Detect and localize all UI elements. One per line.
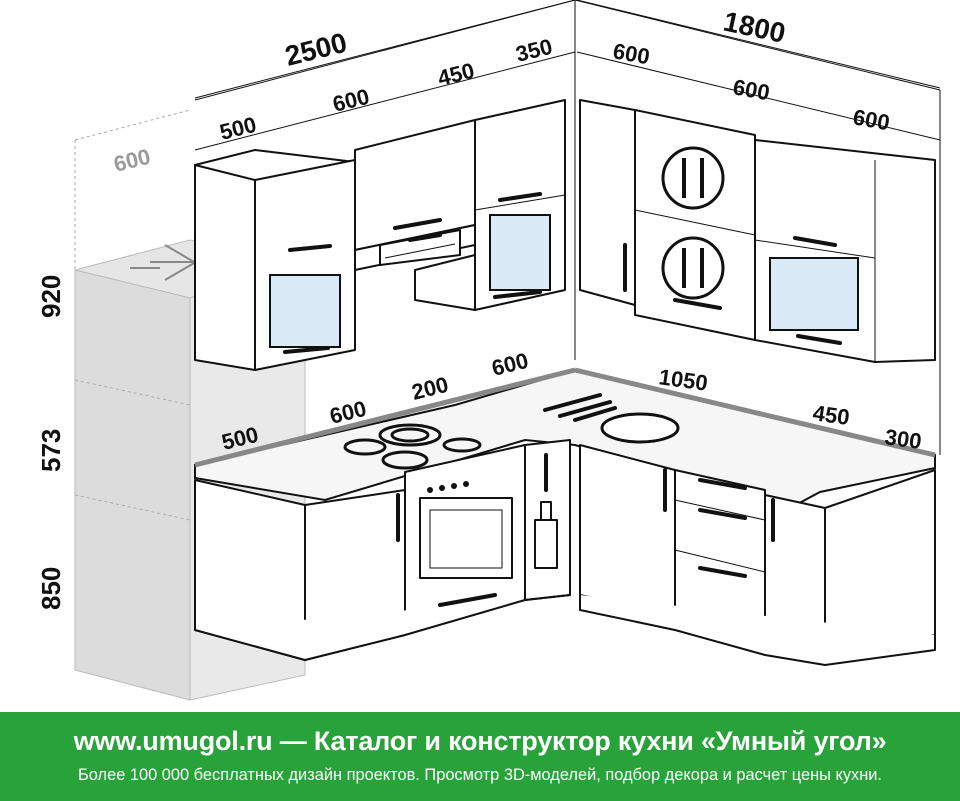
sink-icon: [543, 393, 680, 444]
promo-banner: www.umugol.ru — Каталог и конструктор ку…: [0, 712, 960, 801]
cooktop-icon: [343, 423, 482, 470]
dim-upper-left-2: 600: [330, 84, 372, 117]
dim-upper-left-4: 350: [513, 34, 555, 67]
dim-fridge-depth: 600: [111, 144, 153, 177]
dim-upper-right-3: 600: [851, 104, 892, 135]
cutlery-plate-icon: [661, 236, 725, 300]
upper-cabinets-left: [194, 99, 566, 371]
dim-height-mid: 573: [36, 429, 66, 472]
banner-title[interactable]: www.umugol.ru — Каталог и конструктор ку…: [73, 726, 887, 756]
dim-height-upper: 920: [36, 275, 66, 318]
base-cabinets: [194, 439, 936, 666]
dim-counter-left-3: 200: [409, 372, 451, 405]
range-hood-icon: [379, 229, 461, 266]
dim-upper-left-1: 500: [217, 112, 259, 145]
dim-upper-right-2: 600: [731, 74, 772, 105]
dim-height-base: 850: [36, 567, 66, 610]
dim-top-total-right: 1800: [721, 6, 788, 49]
dim-upper-left-3: 450: [435, 58, 477, 91]
kitchen-diagram: 2500 1800 500 600 450 350 600 600 600 60…: [36, 0, 941, 701]
wall-outline: [194, 0, 941, 455]
oven-icon: [419, 481, 513, 607]
dim-top-total-left: 2500: [282, 27, 350, 72]
cutlery-plate-icon: [661, 146, 725, 210]
bottle-icon: [534, 453, 558, 569]
dimension-lines: [194, 0, 941, 151]
dim-counter-left-4: 600: [489, 348, 531, 381]
dim-counter-right-2: 450: [811, 400, 851, 430]
upper-cabinets-right: [579, 99, 936, 363]
countertop: [194, 367, 936, 510]
banner-subtitle: Более 100 000 бесплатных дизайн проектов…: [78, 766, 882, 784]
dim-upper-right-1: 600: [611, 38, 652, 69]
dim-counter-right-3: 300: [883, 424, 923, 454]
